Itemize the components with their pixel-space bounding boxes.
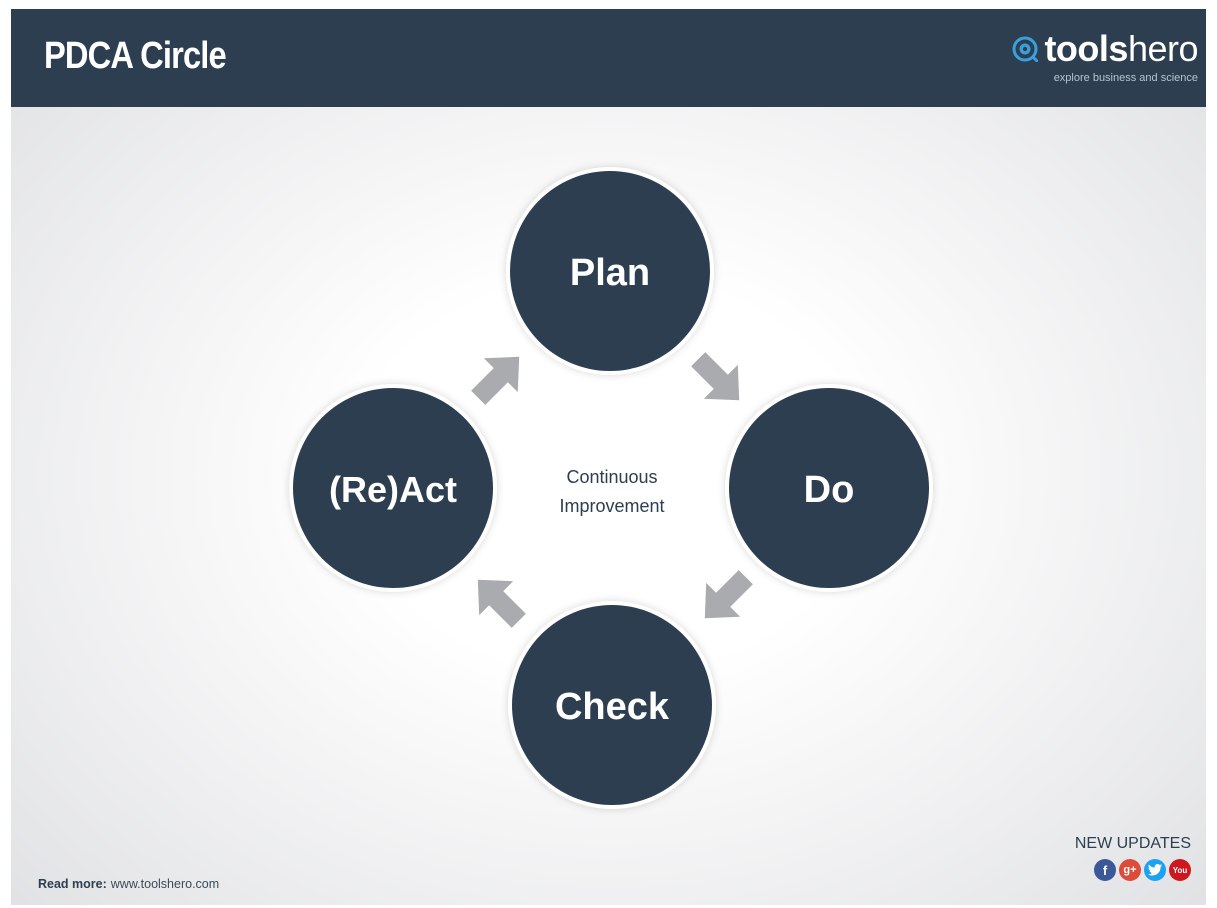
page-title: PDCA Circle — [44, 35, 227, 77]
center-label-line2: Improvement — [559, 496, 664, 516]
toolshero-logo[interactable]: toolshero explore business and science — [998, 29, 1199, 91]
arrow-react-to-plan — [471, 356, 520, 405]
logo-word-light: hero — [1127, 28, 1199, 69]
header-bar: PDCA Circle toolshero explore business a… — [11, 9, 1206, 107]
arrow-do-to-check — [704, 570, 753, 619]
arrow-plan-to-do — [691, 352, 740, 401]
youtube-icon[interactable]: You — [1169, 859, 1191, 881]
magnifier-gear-icon — [1012, 36, 1039, 62]
center-label-line1: Continuous — [566, 467, 657, 487]
read-more: Read more:www.toolshero.com — [38, 877, 219, 891]
node-plan-label: Plan — [570, 252, 650, 294]
new-updates: NEW UPDATES f g+ You — [1051, 835, 1191, 895]
node-react-label: (Re)Act — [329, 469, 457, 510]
arrow-check-to-react — [477, 579, 526, 628]
logo-wordmark: toolshero — [1044, 29, 1198, 69]
node-plan: Plan — [506, 167, 714, 375]
node-do-label: Do — [804, 469, 855, 511]
node-do: Do — [725, 384, 933, 592]
social-icons: f g+ You — [1094, 859, 1191, 881]
read-more-label: Read more: — [38, 877, 107, 891]
node-react: (Re)Act — [289, 384, 497, 592]
logo-row: toolshero — [1012, 29, 1199, 69]
twitter-bird-glyph — [1148, 864, 1162, 876]
read-more-link[interactable]: www.toolshero.com — [110, 877, 220, 891]
google-plus-icon[interactable]: g+ — [1119, 859, 1141, 881]
pdca-diagram: Plan Do Check (Re)Act Continuous Improve… — [289, 167, 933, 809]
new-updates-label: NEW UPDATES — [1074, 835, 1191, 852]
logo-word-bold: tools — [1044, 28, 1128, 69]
node-check: Check — [508, 601, 716, 809]
node-check-label: Check — [555, 686, 670, 728]
logo-tagline: explore business and science — [1053, 72, 1198, 84]
slide-frame: PDCA Circle toolshero explore business a… — [11, 9, 1206, 905]
twitter-icon[interactable] — [1144, 859, 1166, 881]
facebook-icon[interactable]: f — [1094, 859, 1116, 881]
